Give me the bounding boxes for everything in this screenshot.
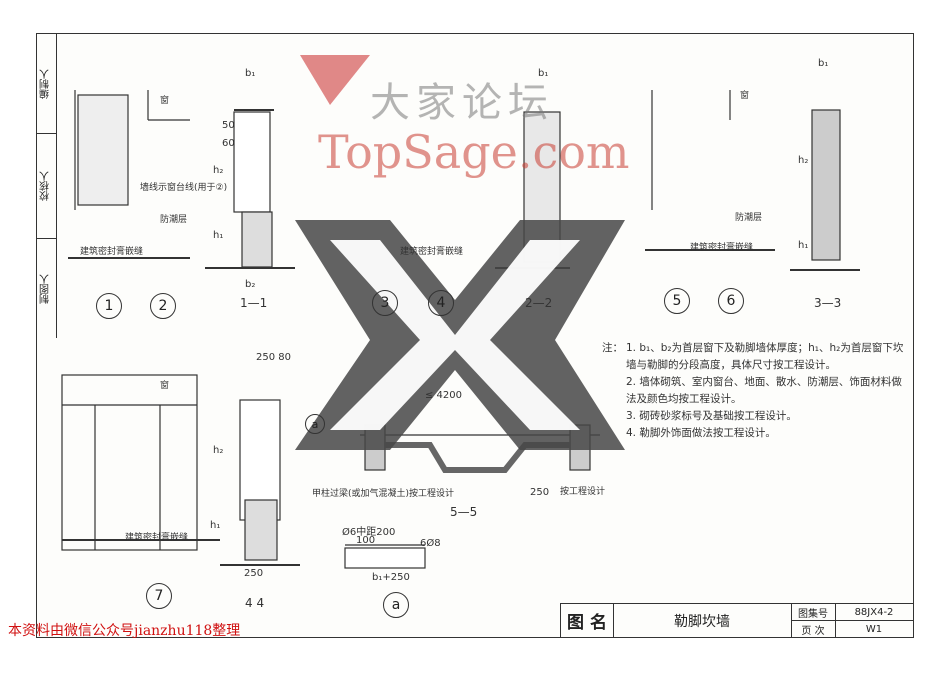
page-label: 页 次 (791, 621, 836, 637)
label-window-3: 窗 (160, 381, 170, 391)
detail-circle-5: 5 (664, 288, 690, 314)
detail-circle-7: 7 (146, 583, 172, 609)
atlas-label: 图集号 (791, 604, 836, 621)
section-3-3: 3—3 (814, 296, 842, 310)
label-seal-3: 建筑密封膏嵌缝 (690, 243, 754, 253)
note-3: 3. 砌砖砂浆标号及基础按工程设计。 (626, 410, 797, 422)
label-rebar-1: Ø6中距200 (342, 527, 396, 538)
detail-circle-6: 6 (718, 288, 744, 314)
note-4: 4. 勒脚外饰面做法按工程设计。 (626, 427, 776, 439)
detail-circle-a-ref: a (305, 414, 325, 434)
section-2-2: 2—2 (525, 296, 553, 310)
label-lintel: 甲柱过梁(或加气混凝土)按工程设计 (312, 489, 455, 499)
label-moisture-2: 防潮层 (735, 213, 763, 223)
title-name: 勒脚坎墙 (613, 604, 792, 637)
title-label: 图 名 (561, 604, 614, 637)
detail-circle-4: 4 (428, 290, 454, 316)
dim-50-1: 50 (222, 120, 235, 131)
detail-circle-1: 1 (96, 293, 122, 319)
dim-b1-2: b₁ (538, 68, 549, 79)
label-moisture-1: 防潮层 (160, 215, 188, 225)
dim-b2-1: b₂ (245, 279, 256, 290)
label-rebar-2: 6Ø8 (420, 538, 441, 549)
atlas-no: 88JX4-2 (835, 604, 913, 621)
label-seal-4: 建筑密封膏嵌缝 (125, 533, 189, 543)
label-window-2: 窗 (740, 91, 750, 101)
watermark-cn: 大家论坛 (370, 80, 554, 126)
page-no: W1 (865, 623, 883, 635)
dim-b1-3: b₁ (818, 58, 829, 69)
section-4-4: 4 4 (245, 596, 265, 610)
watermark-en: TopSage.com (318, 125, 630, 179)
dim-h2-4: h₂ (213, 445, 224, 456)
label-seal-1: 建筑密封膏嵌缝 (80, 247, 144, 257)
label-custom: 按工程设计 (560, 487, 606, 497)
footer-source: 本资料由微信公众号jianzhu118整理 (8, 623, 241, 639)
side-signature-column: 编制人 校核人 制图人 (36, 33, 57, 339)
dim-250-4: 250 (244, 568, 264, 579)
dim-h2-3: h₂ (798, 155, 809, 166)
section-1-1: 1—1 (240, 296, 268, 310)
dim-rebar: b₁+250 (372, 572, 410, 583)
label-window-1: 窗 (160, 96, 170, 106)
notes-block: 注： 1. b₁、b₂为首层窗下及勒脚墙体厚度；h₁、h₂为首层窗下坎墙与勒脚的… (602, 340, 912, 442)
detail-circle-2: 2 (150, 293, 176, 319)
dim-100: 100 (356, 535, 376, 546)
label-seal-2: 建筑密封膏嵌缝 (400, 247, 464, 257)
dim-h1-3: h₁ (798, 240, 809, 251)
dim-h2-1: h₂ (213, 165, 224, 176)
dim-b1-1: b₁ (245, 68, 256, 79)
dim-60-1: 60 (222, 138, 235, 149)
dim-250-5: 250 (530, 487, 550, 498)
detail-circle-a: a (383, 592, 409, 618)
title-block: 图 名 勒脚坎墙 图集号 88JX4-2 页 次 W1 (560, 603, 913, 637)
note-2: 2. 墙体砌筑、室内窗台、地面、散水、防潮层、饰面材料做法及颜色均按工程设计。 (626, 376, 902, 405)
dim-250-80: 250 80 (256, 352, 291, 363)
dim-h1-4: h₁ (210, 520, 221, 531)
detail-circle-3: 3 (372, 290, 398, 316)
dim-h1-1: h₁ (213, 230, 224, 241)
label-brick-line: 墙线示窗台线(用于②) (140, 183, 228, 193)
dim-4200: ≤ 4200 (425, 390, 463, 401)
notes-heading: 注： (602, 342, 623, 354)
note-1: 1. b₁、b₂为首层窗下及勒脚墙体厚度；h₁、h₂为首层窗下坎墙与勒脚的分段高… (626, 342, 904, 371)
section-5-5: 5—5 (450, 505, 478, 519)
